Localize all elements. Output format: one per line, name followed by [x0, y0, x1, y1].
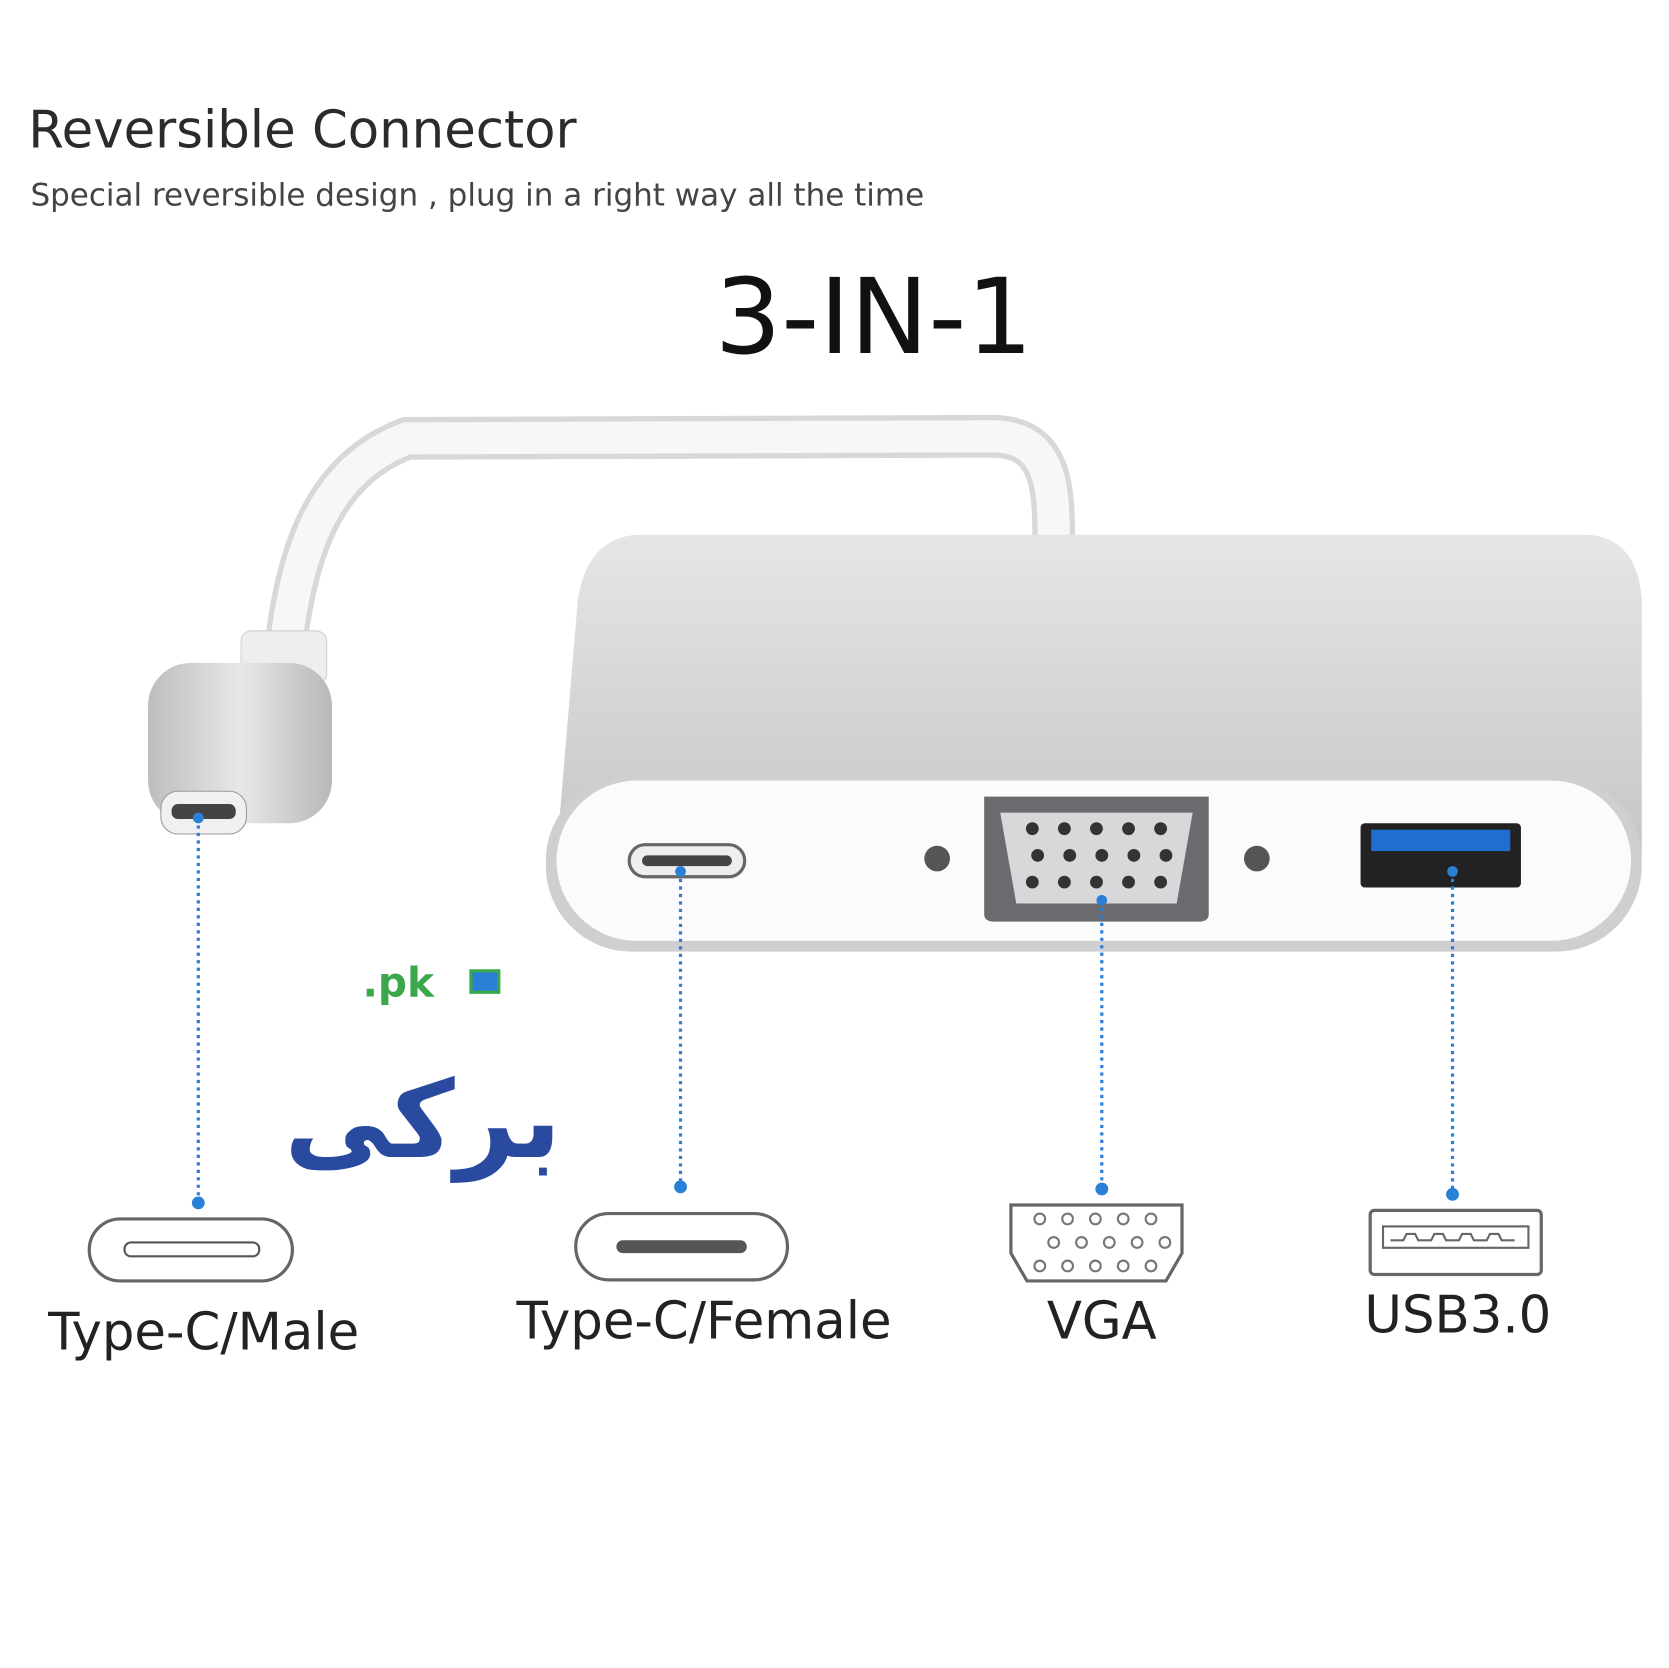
cable — [262, 414, 1076, 685]
vga-pin — [1116, 1259, 1130, 1273]
header-title: Reversible Connector — [28, 101, 577, 161]
vga-pin — [1025, 875, 1039, 889]
vga-pin — [1144, 1212, 1158, 1226]
vga-port-icon — [1009, 1203, 1184, 1283]
vga-pin — [1061, 1212, 1075, 1226]
vga-pin — [1154, 875, 1168, 889]
screw-icon — [1244, 845, 1270, 872]
vga-pin — [1090, 875, 1103, 889]
vga-pin — [1095, 848, 1109, 862]
vga-pin — [1033, 1212, 1047, 1226]
vga-pin — [1122, 875, 1135, 889]
vga-pin — [1159, 848, 1173, 862]
vga-pin — [1088, 1212, 1102, 1226]
vga-pin — [1025, 822, 1039, 836]
vga-pin — [1144, 1259, 1158, 1273]
vga-pin — [1122, 822, 1135, 836]
brand-logo: برکی .pk — [279, 955, 567, 1188]
vga-pin — [1088, 1259, 1102, 1273]
vga-pin — [1116, 1212, 1130, 1226]
vga-pin — [1127, 848, 1141, 862]
port-label: Type-C/Male — [47, 1302, 359, 1362]
vga-pin — [1033, 1259, 1047, 1273]
vga-pin — [1075, 1236, 1088, 1249]
port-label: Type-C/Female — [516, 1292, 892, 1352]
vga-pin — [1057, 822, 1071, 836]
vga-pin — [1061, 1259, 1075, 1273]
vga-pin — [1047, 1236, 1061, 1249]
adapter-body — [545, 534, 1642, 952]
vga-pin — [1102, 1236, 1116, 1249]
headline: 3-IN-1 — [715, 256, 1033, 378]
port-label: VGA — [1047, 1292, 1157, 1352]
vga-pin — [1130, 1236, 1144, 1249]
logo-text: برکی — [284, 1059, 561, 1183]
vga-pin — [1063, 848, 1077, 862]
screw-icon — [924, 845, 950, 872]
vga-pin — [1031, 848, 1045, 862]
usb-a-port-icon — [1368, 1208, 1543, 1277]
vga-pin — [1154, 822, 1168, 836]
type-c-male-plug — [148, 630, 332, 835]
header-subtitle: Special reversible design , plug in a ri… — [30, 177, 924, 213]
vga-pin — [1158, 1236, 1172, 1249]
port-label: USB3.0 — [1364, 1285, 1551, 1345]
pointer-lines — [191, 812, 1459, 1210]
vga-pin — [1057, 875, 1071, 889]
vga-pin — [1090, 822, 1103, 836]
usb-c-port-icon — [87, 1217, 295, 1283]
usb-c-port-icon — [574, 1211, 790, 1282]
logo-suffix: .pk — [362, 959, 435, 1007]
laptop-icon — [469, 969, 501, 994]
